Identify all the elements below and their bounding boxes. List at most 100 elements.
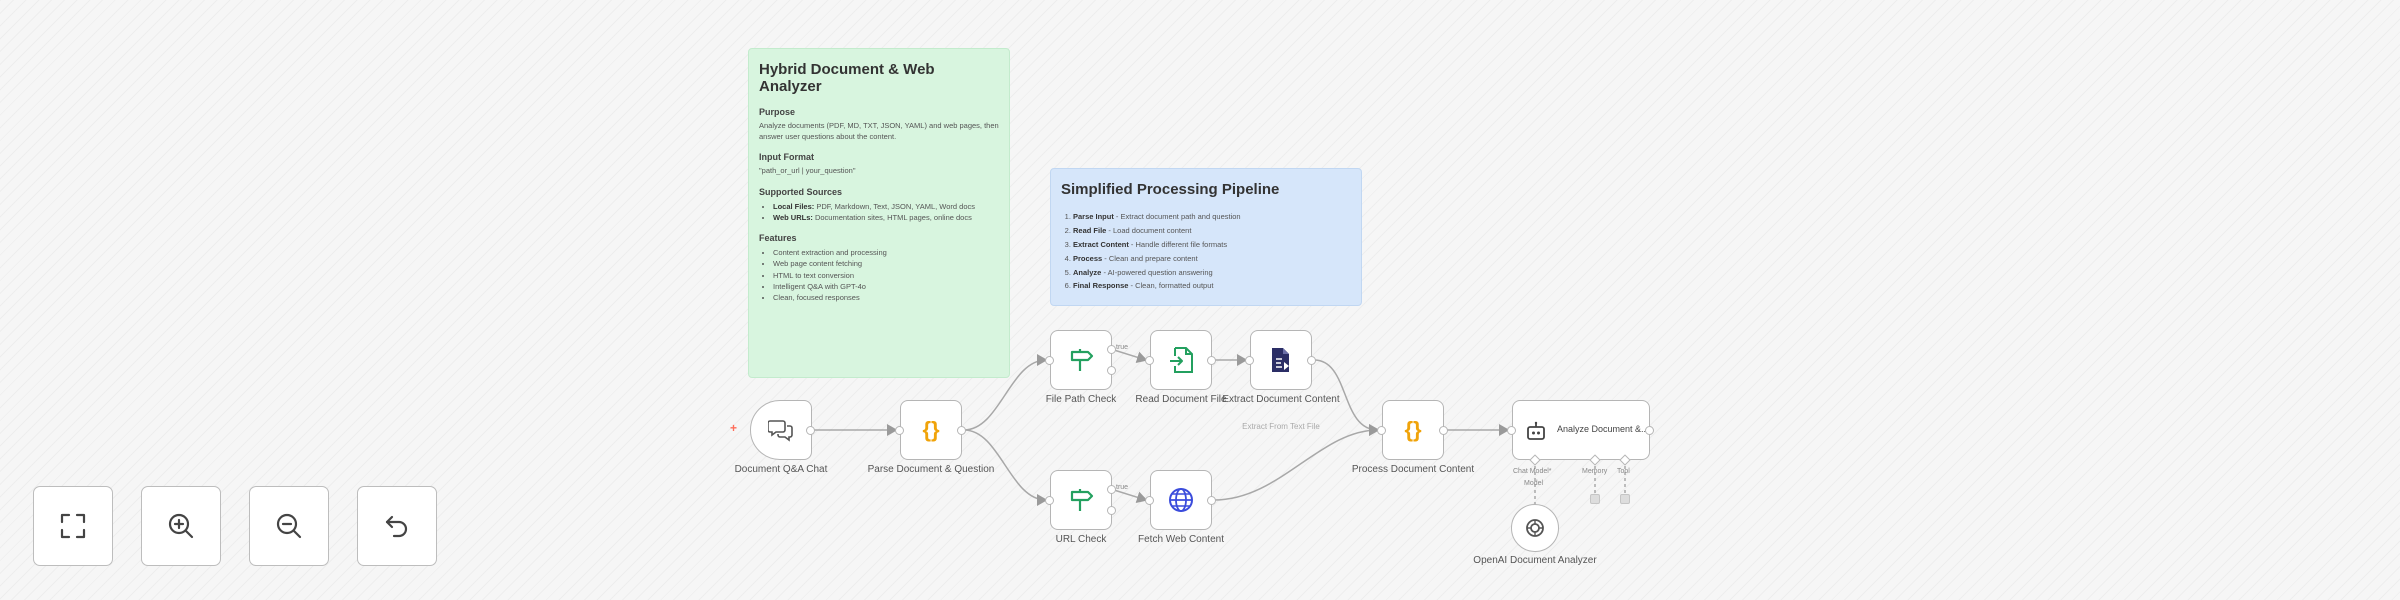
edge-parse-to-url-check [963, 429, 1048, 506]
memory-label: Memory [1582, 468, 1608, 475]
input-port[interactable] [1145, 356, 1154, 365]
list-item: Web URLs: Documentation sites, HTML page… [773, 212, 999, 223]
node-read-document-file[interactable] [1150, 330, 1212, 390]
signpost-icon [1070, 349, 1094, 371]
list-item: Intelligent Q&A with GPT-4o [773, 281, 999, 292]
output-port[interactable] [1307, 356, 1316, 365]
chat-model-label: Chat Model* [1513, 468, 1552, 475]
output-port[interactable] [1439, 426, 1448, 435]
signpost-icon [1070, 489, 1094, 511]
node-process-document-content[interactable]: {} [1382, 400, 1444, 460]
branch-label-true: true [1116, 484, 1129, 491]
output-port[interactable] [806, 426, 815, 435]
branch-label-true: true [1116, 344, 1129, 351]
list-item: Parse Input - Extract document path and … [1073, 210, 1351, 224]
node-openai-document-analyzer[interactable] [1511, 504, 1559, 552]
node-fetch-web-content[interactable] [1150, 470, 1212, 530]
braces-icon: {} [922, 417, 940, 442]
output-port-false[interactable] [1107, 506, 1116, 515]
zoom-in-button[interactable] [141, 486, 221, 566]
input-port[interactable] [1045, 356, 1054, 365]
output-port-true[interactable] [1107, 345, 1116, 354]
document-extract-icon [1272, 348, 1289, 372]
sources-list: Local Files: PDF, Markdown, Text, JSON, … [759, 201, 999, 224]
edge-file-check-to-read-file [1113, 349, 1148, 364]
node-label: Process Document Content [1351, 464, 1475, 475]
list-item: Final Response - Clean, formatted output [1073, 279, 1351, 293]
node-extract-document-content[interactable] [1250, 330, 1312, 390]
braces-icon: {} [1404, 417, 1422, 442]
list-item: Content extraction and processing [773, 247, 999, 258]
node-url-check[interactable] [1050, 470, 1112, 530]
zoom-out-icon [276, 513, 302, 539]
node-label: OpenAI Document Analyzer [1473, 555, 1597, 566]
input-port[interactable] [895, 426, 904, 435]
node-sublabel: Extract From Text File [1242, 422, 1320, 431]
output-port-true[interactable] [1107, 485, 1116, 494]
sticky-note-pipeline[interactable]: Simplified Processing Pipeline Parse Inp… [1050, 168, 1362, 306]
sticky-title: Simplified Processing Pipeline [1061, 181, 1280, 198]
model-sublabel: Model [1524, 480, 1544, 487]
node-title: Analyze Document &... [1557, 424, 1649, 435]
node-label: Document Q&A Chat [734, 464, 828, 475]
input-port[interactable] [1507, 426, 1516, 435]
list-item: Web page content fetching [773, 258, 999, 269]
list-item: Local Files: PDF, Markdown, Text, JSON, … [773, 201, 999, 212]
output-port[interactable] [1645, 426, 1654, 435]
node-file-path-check[interactable] [1050, 330, 1112, 390]
input-port[interactable] [1377, 426, 1386, 435]
list-item: Analyze - AI-powered question answering [1073, 266, 1351, 280]
input-format-text: "path_or_url | your_question" [759, 166, 856, 175]
node-label: Parse Document & Question [867, 464, 995, 475]
openai-icon [1526, 519, 1544, 537]
sticky-note-overview[interactable]: Hybrid Document & Web Analyzer Purpose A… [748, 48, 1010, 378]
output-port-false[interactable] [1107, 366, 1116, 375]
node-label: File Path Check [1045, 394, 1117, 405]
input-port[interactable] [1145, 496, 1154, 505]
zoom-in-icon [168, 513, 194, 539]
list-item: Clean, focused responses [773, 292, 999, 303]
node-document-qa-chat[interactable] [750, 400, 812, 460]
purpose-heading: Purpose [759, 107, 796, 117]
add-tool-button[interactable] [1620, 494, 1630, 504]
features-list: Content extraction and processing Web pa… [759, 247, 999, 303]
fit-view-button[interactable] [33, 486, 113, 566]
node-analyze-document-agent[interactable]: Analyze Document &... [1512, 400, 1650, 460]
sources-heading: Supported Sources [759, 186, 843, 197]
node-label: URL Check [1055, 534, 1107, 545]
edge-parse-to-file-check [963, 354, 1048, 431]
file-import-icon [1170, 347, 1193, 373]
reset-zoom-button[interactable] [357, 486, 437, 566]
edge-url-check-to-fetch [1113, 489, 1148, 504]
robot-icon [1527, 421, 1545, 440]
globe-icon [1169, 488, 1193, 512]
edge-extract-to-process [1313, 359, 1380, 436]
list-item: HTML to text conversion [773, 270, 999, 281]
input-port[interactable] [1045, 496, 1054, 505]
purpose-text: Analyze documents (PDF, MD, TXT, JSON, Y… [759, 121, 999, 141]
chat-bubbles-icon [768, 420, 793, 442]
list-item: Extract Content - Handle different file … [1073, 238, 1351, 252]
output-port[interactable] [957, 426, 966, 435]
node-label: Extract Document Content [1222, 394, 1340, 405]
input-port[interactable] [1245, 356, 1254, 365]
add-trigger-icon[interactable]: + [730, 421, 738, 435]
output-port[interactable] [1207, 496, 1216, 505]
undo-icon [385, 515, 408, 538]
edge-fetch-to-process [1213, 424, 1380, 501]
list-item: Process - Clean and prepare content [1073, 252, 1351, 266]
sticky-title: Hybrid Document & Web Analyzer [759, 61, 935, 95]
tool-label: Tool [1617, 468, 1630, 475]
node-parse-document-question[interactable]: {} [900, 400, 962, 460]
input-format-heading: Input Format [759, 152, 814, 162]
zoom-out-button[interactable] [249, 486, 329, 566]
node-label: Fetch Web Content [1138, 534, 1224, 545]
features-heading: Features [759, 233, 797, 243]
node-label: Read Document File [1135, 394, 1227, 405]
list-item: Read File - Load document content [1073, 224, 1351, 238]
output-port[interactable] [1207, 356, 1216, 365]
pipeline-steps: Parse Input - Extract document path and … [1061, 210, 1351, 293]
add-memory-button[interactable] [1590, 494, 1600, 504]
